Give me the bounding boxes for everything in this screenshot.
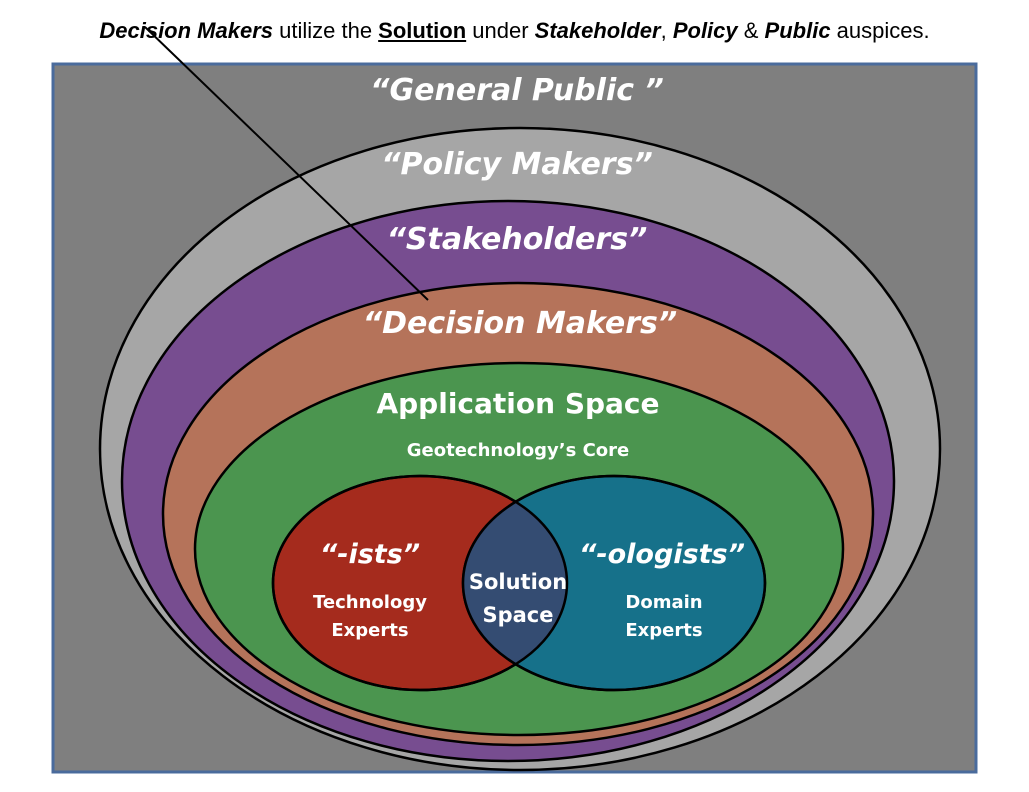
solution-space-overlap — [463, 476, 567, 690]
label-ologists-line2: Experts — [625, 620, 702, 641]
caption-text: auspices. — [830, 18, 930, 43]
pointer-line — [144, 26, 429, 301]
label-stakeholders: “Stakeholders” — [387, 222, 648, 257]
caption: Decision Makers utilize the Solution und… — [0, 18, 1029, 44]
caption-text: under — [466, 18, 535, 43]
label-solution-line1: Solution — [469, 570, 567, 594]
label-application-sub: Geotechnology’s Core — [407, 440, 629, 461]
label-policy-makers: “Policy Makers” — [381, 147, 653, 182]
label-ists-line1: Technology — [313, 592, 427, 613]
label-ists: “-ists” — [320, 539, 420, 570]
label-solution-line2: Space — [482, 603, 553, 627]
caption-policy: Policy — [672, 18, 738, 43]
label-ologists: “-ologists” — [579, 539, 745, 570]
caption-text: utilize the — [273, 18, 379, 43]
caption-decision-makers: Decision Makers — [99, 18, 273, 43]
caption-stakeholder: Stakeholder — [534, 18, 661, 43]
caption-solution: Solution — [378, 18, 467, 43]
ists-outline — [271, 474, 569, 692]
label-ists-line2: Experts — [331, 620, 408, 641]
caption-text: , — [660, 18, 673, 43]
label-ologists-line1: Domain — [625, 592, 702, 613]
caption-public: Public — [764, 18, 831, 43]
ologists-outline — [461, 474, 767, 692]
label-general-public: “General Public ” — [370, 73, 664, 108]
label-decision-makers: “Decision Makers” — [363, 306, 678, 341]
caption-text: & — [737, 18, 765, 43]
label-application-space: Application Space — [376, 387, 659, 420]
